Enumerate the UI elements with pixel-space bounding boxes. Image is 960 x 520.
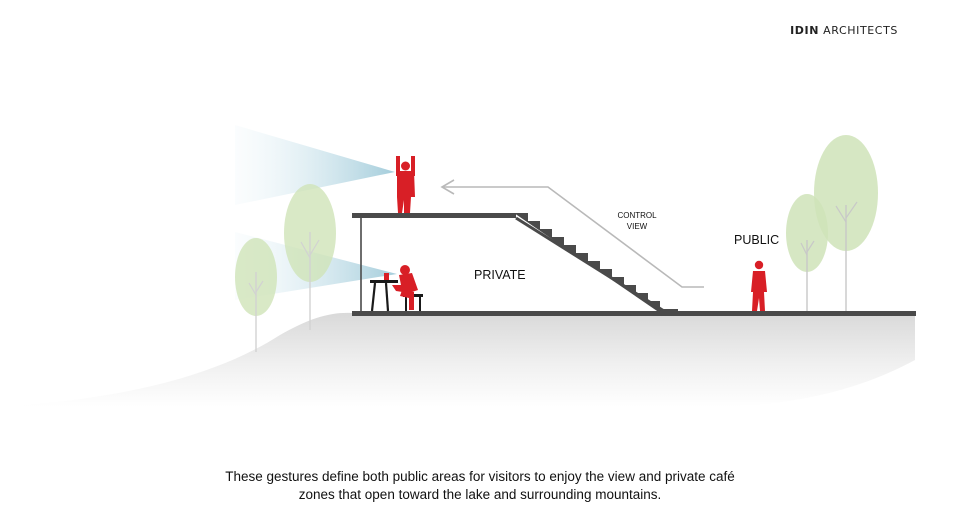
brand-bold: IDIN	[790, 24, 820, 37]
seated-person-icon	[392, 265, 418, 310]
roof-slab	[352, 213, 516, 218]
coffee-cup-icon	[384, 273, 389, 280]
staircase	[514, 213, 678, 313]
rooftop-person-icon	[396, 156, 415, 213]
label-private: PRIVATE	[474, 268, 526, 282]
brand-logo: IDIN ARCHITECTS	[790, 24, 898, 37]
tree-left-large	[284, 184, 336, 330]
label-control-view-line2: VIEW	[627, 222, 648, 231]
tree-left-small	[235, 238, 277, 352]
staircase-underside	[515, 216, 665, 313]
brand-rest: ARCHITECTS	[823, 24, 898, 37]
public-person-icon	[751, 260, 767, 311]
terrain-hill	[0, 312, 915, 407]
cafe-table	[370, 280, 398, 312]
control-view-arrow	[440, 179, 704, 288]
tree-right-large	[814, 135, 878, 311]
caption: These gestures define both public areas …	[0, 468, 960, 504]
caption-line-1: These gestures define both public areas …	[225, 469, 735, 484]
upper-view-cone	[235, 125, 395, 205]
ground-slab	[352, 311, 916, 316]
label-control-view-line1: CONTROL	[617, 211, 657, 220]
caption-line-2: zones that open toward the lake and surr…	[298, 487, 662, 502]
label-public: PUBLIC	[734, 233, 779, 247]
